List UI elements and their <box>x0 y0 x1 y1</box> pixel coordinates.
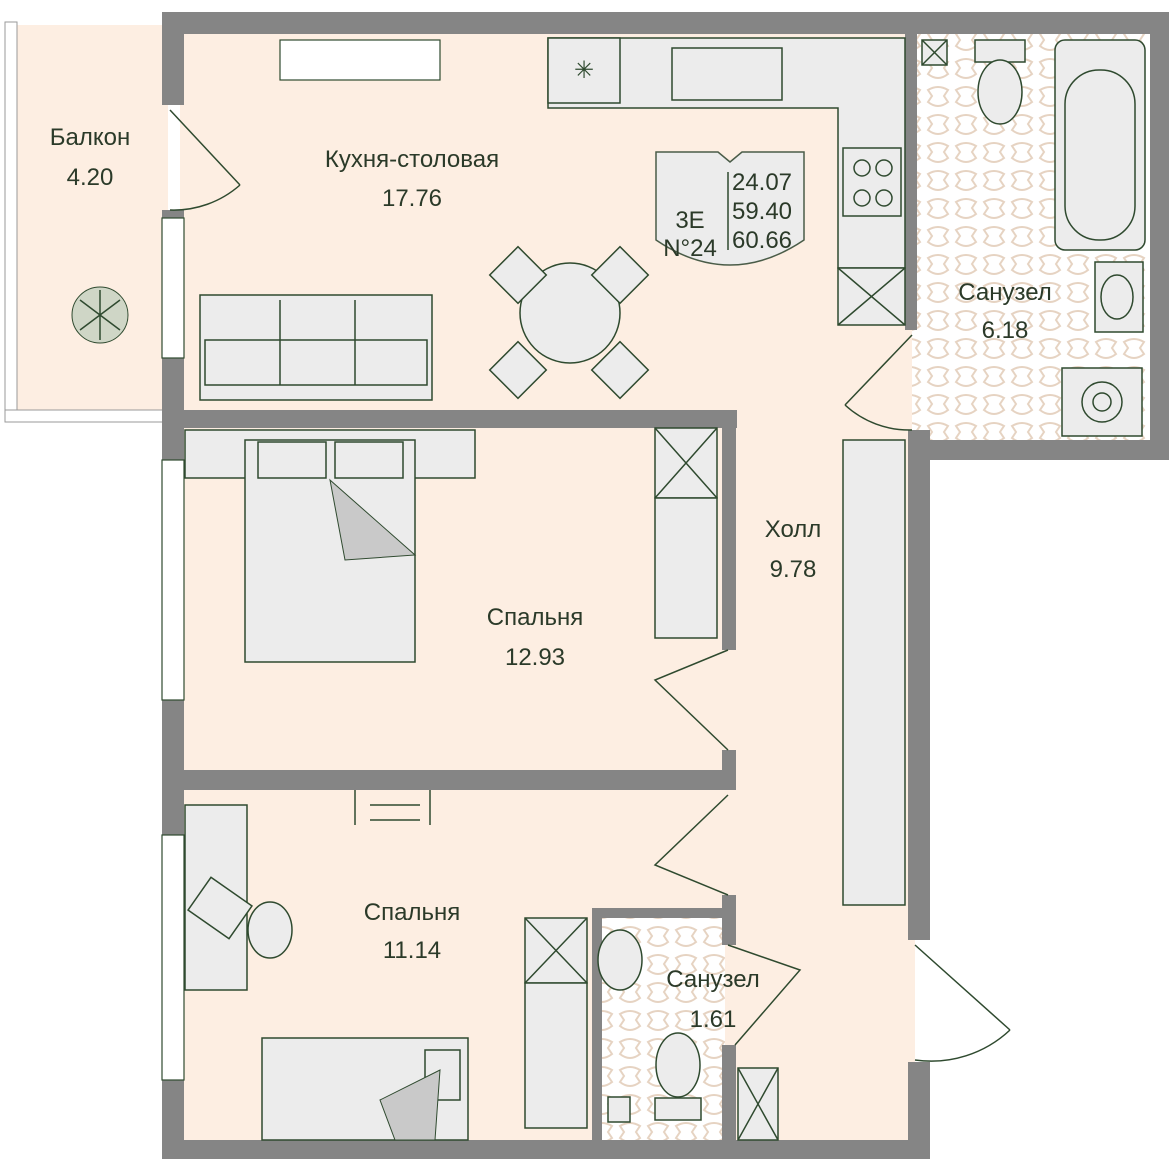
sofa <box>199 294 433 401</box>
windows <box>161 39 441 1081</box>
balcony-frame <box>4 21 168 423</box>
kitchen-furniture: ✳ <box>199 37 906 401</box>
apartment-badge: 3E N°24 24.07 59.40 60.66 <box>655 151 805 266</box>
living-area: 24.07 <box>732 169 792 196</box>
chair <box>488 245 548 305</box>
hall-area: 9.78 <box>770 556 817 583</box>
wc-area: 1.61 <box>690 1006 737 1033</box>
hall-name: Холл <box>765 516 822 543</box>
balcony-floor <box>8 25 168 417</box>
snowflake-icon: ✳ <box>574 58 594 84</box>
chair <box>488 340 548 400</box>
balcony-name: Балкон <box>50 124 130 151</box>
bathroom-area: 6.18 <box>982 317 1029 344</box>
ladder-icon <box>354 790 431 825</box>
toilet <box>974 39 1026 63</box>
apartment-number: N°24 <box>663 235 717 262</box>
bathtub <box>1054 39 1146 251</box>
bathroom-fixtures <box>921 39 1146 437</box>
hall-wardrobe <box>524 427 906 1141</box>
kitchen-name: Кухня-столовая <box>325 146 499 173</box>
bedroom-2-area: 11.14 <box>383 937 441 964</box>
laptop-icon <box>187 876 253 940</box>
wc-toilet <box>655 1032 701 1098</box>
bedroom-furniture <box>184 429 476 1141</box>
washbasin <box>1094 261 1144 333</box>
washing-machine <box>1061 367 1143 437</box>
chair <box>590 245 650 305</box>
total-area: 59.40 <box>732 198 792 225</box>
chair <box>590 340 650 400</box>
bedroom-2-name: Спальня <box>364 899 460 926</box>
desk-chair <box>247 901 293 959</box>
bedroom-1-area: 12.93 <box>505 644 565 671</box>
bathroom-name: Санузел <box>958 279 1052 306</box>
sink <box>671 47 783 101</box>
balcony-area: 4.20 <box>67 164 114 191</box>
dining-table <box>519 262 621 364</box>
kitchen-area: 17.76 <box>382 185 442 212</box>
room-labels: Балкон 4.20 Кухня-столовая 17.76 Санузел… <box>50 124 1052 1033</box>
wc-name: Санузел <box>666 966 760 993</box>
wc-washbasin <box>597 929 643 991</box>
fridge <box>547 37 621 104</box>
bedroom-1-name: Спальня <box>487 604 583 631</box>
total-area-with-balcony: 60.66 <box>732 227 792 254</box>
doors <box>169 109 1011 1062</box>
plant-icon <box>71 286 129 344</box>
cooktop <box>842 147 902 217</box>
apartment-type: 3E <box>675 207 704 234</box>
